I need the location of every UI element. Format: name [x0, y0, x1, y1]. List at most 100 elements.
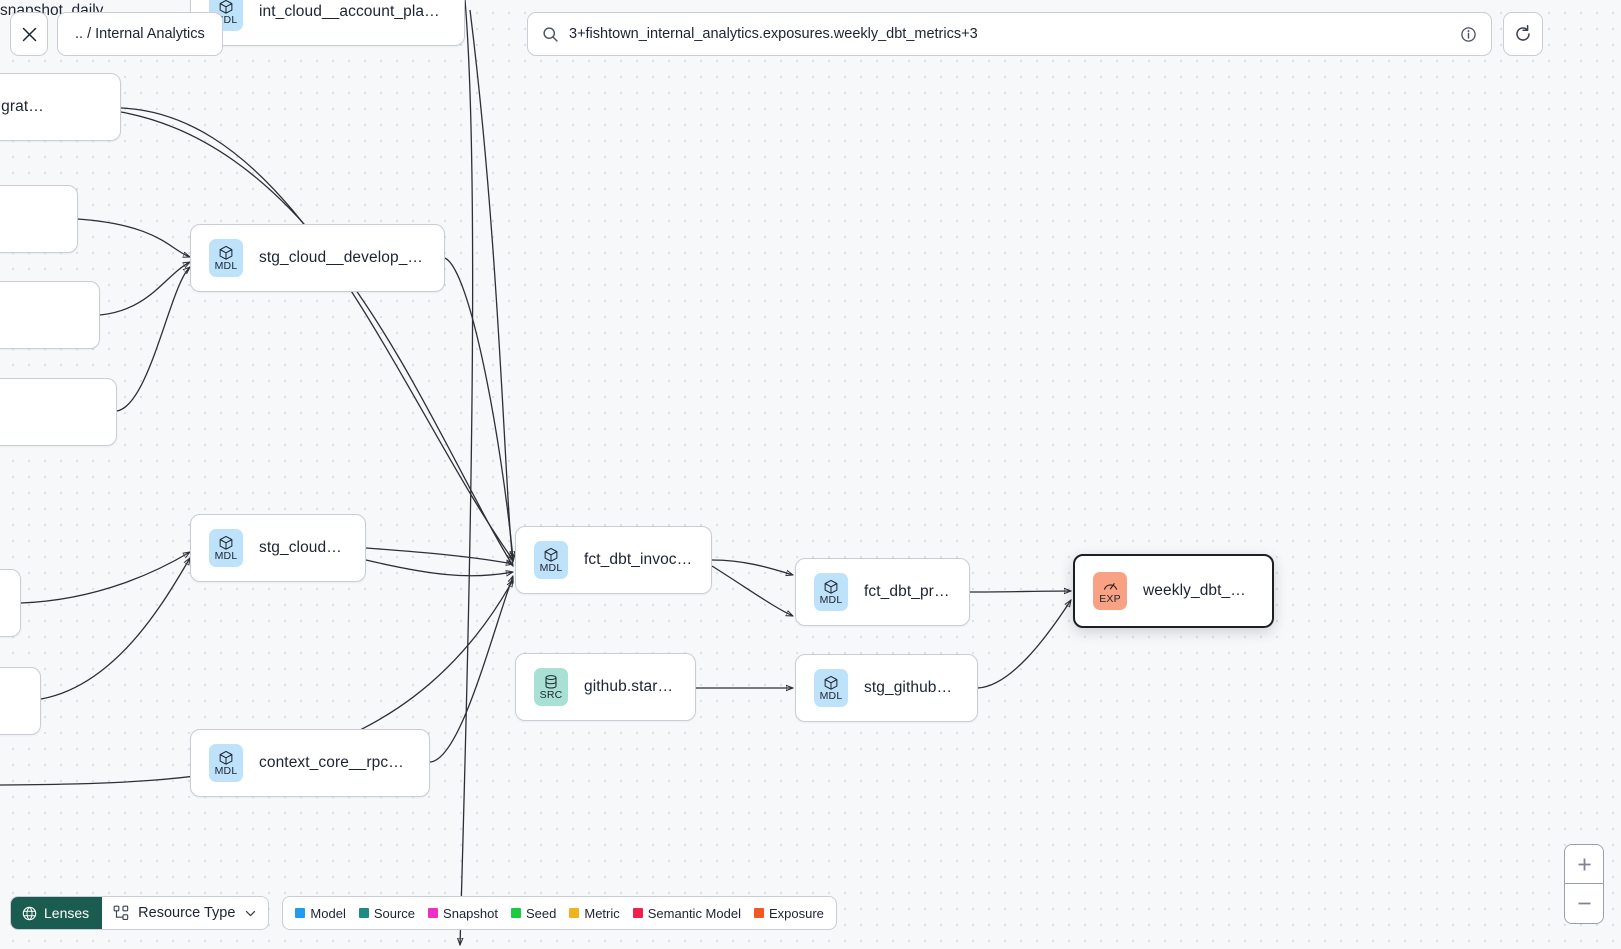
- legend-label: Model: [310, 905, 346, 921]
- cube-icon: [824, 675, 838, 690]
- node-label: stg_cloud__runs: [259, 539, 347, 556]
- legend-swatch: [569, 908, 580, 918]
- cube-icon: [219, 0, 233, 14]
- resource-type-label: Resource Type: [138, 905, 236, 921]
- lineage-node-left_run_b[interactable]: MDL….run: [0, 667, 41, 735]
- lineage-node-multicell_migrate[interactable]: MDLmulticell_migrat…: [0, 73, 121, 141]
- node-label: context_core__rpc_request: [259, 754, 411, 771]
- legend-swatch: [428, 908, 439, 918]
- lineage-node-left_run_a[interactable]: MDL…n: [0, 569, 21, 637]
- search-icon: [543, 26, 558, 42]
- lineage-search-bar[interactable]: [527, 12, 1492, 56]
- resource-type-legend: Model Source Snapshot Seed Metric Semantic Mo…: [282, 896, 837, 930]
- legend-item[interactable]: Snapshot: [428, 906, 498, 921]
- lineage-node-develop_request_c[interactable]: MDL…develop_request: [0, 378, 117, 446]
- cube-icon: [219, 750, 233, 765]
- node-type-badge-mdl: MDL: [209, 744, 243, 782]
- lineage-node-weekly_dbt_metrics[interactable]: EXP weekly_dbt_metrics: [1073, 554, 1274, 628]
- node-label: stg_github__stars: [864, 679, 959, 696]
- node-label: github.stargazers: [584, 678, 677, 695]
- lineage-edge: [711, 565, 793, 617]
- legend-label: Semantic Model: [647, 905, 741, 921]
- zoom-controls[interactable]: [1564, 844, 1604, 924]
- legend-swatch: [358, 908, 369, 918]
- lineage-node-github_stargazers[interactable]: SRC github.stargazers: [515, 653, 696, 721]
- lineage-edge: [460, 0, 474, 945]
- lenses-button[interactable]: Lenses: [11, 897, 103, 929]
- breadcrumb[interactable]: .. / Internal Analytics: [57, 12, 223, 56]
- legend-label: Snapshot: [443, 905, 498, 921]
- close-button[interactable]: [10, 12, 48, 56]
- chevron-down-icon: [246, 910, 256, 916]
- legend-swatch: [753, 908, 764, 918]
- legend-item[interactable]: Seed: [510, 905, 557, 921]
- lineage-edge: [99, 262, 190, 316]
- refresh-icon: [1516, 24, 1530, 41]
- zoom-in-button[interactable]: [1565, 845, 1603, 884]
- lineage-edge: [120, 111, 513, 566]
- node-type-abbr: MDL: [819, 593, 843, 606]
- lineage-node-context_core__rpc_request[interactable]: MDL context_core__rpc_request: [190, 729, 430, 797]
- lineage-edge: [20, 552, 190, 604]
- resource-type-icon: [113, 905, 129, 921]
- node-label: weekly_dbt_metrics: [1143, 582, 1254, 599]
- lenses-icon: [22, 906, 37, 920]
- cube-icon: [219, 535, 233, 550]
- node-type-abbr: EXP: [1099, 592, 1121, 605]
- node-type-abbr: MDL: [214, 259, 238, 272]
- node-label: multicell_migrat…: [0, 98, 44, 115]
- node-type-badge-src: SRC: [534, 668, 568, 706]
- lineage-edge: [977, 600, 1071, 689]
- node-type-badge-mdl: MDL: [814, 669, 848, 707]
- node-type-abbr: MDL: [819, 689, 843, 702]
- lineage-node-develop_request_b[interactable]: MDL…velop_request: [0, 281, 100, 349]
- lineage-edge: [469, 9, 513, 562]
- info-icon[interactable]: [1460, 26, 1477, 43]
- legend-item[interactable]: Metric: [569, 905, 620, 921]
- close-icon: [22, 27, 36, 41]
- bottom-toolbar: Lenses Resource Type Model Source Snapshot…: [10, 896, 837, 930]
- refresh-button[interactable]: [1503, 12, 1543, 56]
- legend-item[interactable]: Semantic Model: [632, 905, 741, 921]
- node-type-abbr: MDL: [214, 13, 238, 26]
- legend-item[interactable]: Source: [358, 905, 416, 921]
- database-icon: [545, 674, 557, 689]
- node-type-badge-exp: EXP: [1093, 572, 1127, 610]
- node-type-abbr: SRC: [539, 688, 563, 701]
- lineage-edge: [77, 218, 190, 257]
- legend-item[interactable]: Exposure: [753, 905, 824, 921]
- legend-swatch: [295, 908, 306, 918]
- plus-icon: [1578, 858, 1590, 870]
- node-type-badge-mdl: MDL: [534, 541, 568, 579]
- legend-label: Exposure: [768, 905, 824, 921]
- lenses-label: Lenses: [44, 905, 90, 921]
- node-type-badge-mdl: MDL: [209, 239, 243, 277]
- lineage-edge: [20, 558, 190, 702]
- search-input[interactable]: [569, 26, 1450, 42]
- node-type-badge-mdl: MDL: [209, 529, 243, 567]
- zoom-out-button[interactable]: [1565, 884, 1603, 923]
- lineage-node-develop_request_a[interactable]: MDL…p_request: [0, 185, 78, 253]
- lineage-edge: [365, 559, 513, 576]
- lineage-node-fct_dbt_projects[interactable]: MDL fct_dbt_projects: [795, 558, 970, 626]
- resource-type-button[interactable]: Resource Type: [102, 897, 269, 929]
- lineage-edge: [116, 267, 190, 412]
- lineage-node-stg_github__stars[interactable]: MDL stg_github__stars: [795, 654, 978, 722]
- lineage-node-stg_cloud__runs[interactable]: MDL stg_cloud__runs: [190, 514, 366, 582]
- node-label: stg_cloud__develop_requests: [259, 249, 426, 266]
- node-label: fct_dbt_projects: [864, 583, 951, 600]
- lineage-edge: [711, 559, 793, 575]
- node-type-abbr: MDL: [214, 549, 238, 562]
- legend-label: Source: [373, 905, 416, 921]
- gauge-icon: [1103, 582, 1117, 590]
- lineage-node-stg_cloud__develop_requests[interactable]: MDL stg_cloud__develop_requests: [190, 224, 445, 292]
- legend-item[interactable]: Model: [295, 905, 346, 921]
- legend-label: Seed: [525, 905, 557, 921]
- lineage-edge: [120, 107, 513, 560]
- node-type-abbr: MDL: [539, 561, 563, 574]
- legend-label: Metric: [584, 905, 620, 921]
